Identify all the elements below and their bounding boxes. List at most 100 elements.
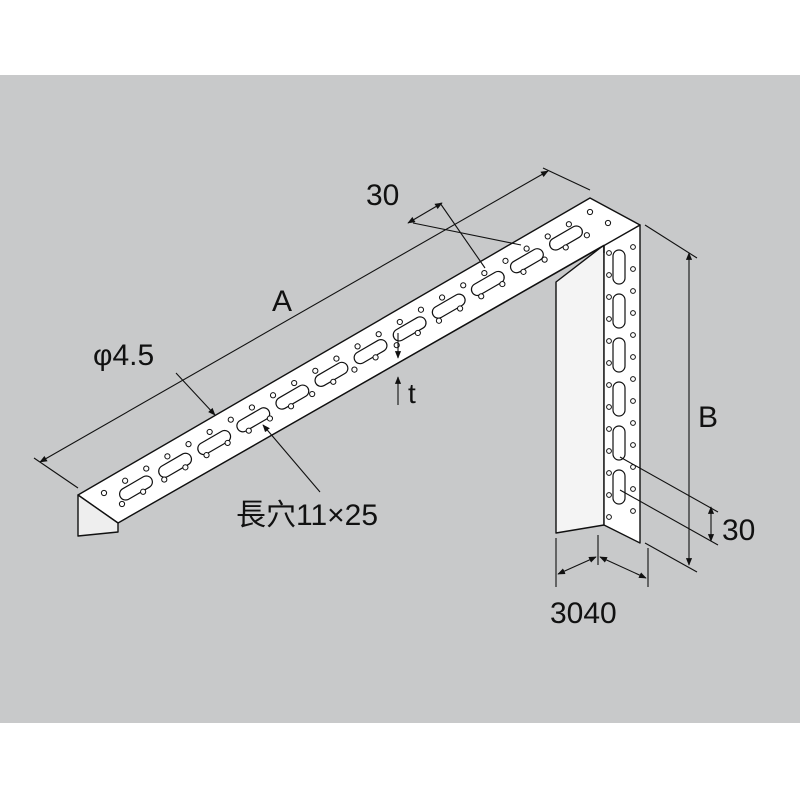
leg-hole — [606, 514, 612, 520]
leg-hole — [606, 404, 612, 410]
dim-bottom-30-line — [557, 556, 597, 575]
arm-hole — [248, 404, 256, 411]
leg-hole — [606, 382, 612, 388]
arm-hole — [604, 219, 612, 227]
leg-hole — [606, 250, 612, 256]
arm-hole — [312, 367, 319, 374]
leg-hole — [606, 360, 612, 366]
arm-hole — [396, 318, 403, 326]
arm-hole — [523, 245, 530, 252]
arm-hole — [203, 452, 210, 459]
arm-hole — [435, 317, 443, 324]
label-dim-bottom: 3040 — [550, 597, 617, 630]
arm-hole — [100, 489, 108, 497]
arm-hole — [269, 392, 277, 399]
arm-hole — [460, 282, 467, 289]
leg-hole — [630, 442, 636, 448]
leg-holes — [606, 244, 636, 520]
arm-hole — [330, 378, 337, 385]
dim-top30-ext-2 — [439, 202, 486, 269]
arm-hole — [182, 464, 189, 471]
arm-hole — [375, 331, 382, 338]
leg-hole — [630, 266, 636, 272]
arm-hole — [544, 233, 551, 240]
arm-hole — [227, 416, 234, 423]
label-dim-a: A — [272, 285, 292, 318]
arm-hole — [372, 354, 379, 361]
arm-hole — [565, 221, 572, 228]
dim-a-ext-left — [33, 457, 79, 489]
arm-hole — [206, 428, 213, 436]
drawing-panel: A 30 B 30 φ4.5 長穴11×25 t 3040 — [0, 75, 800, 723]
arm-hole — [140, 488, 147, 495]
leg-hole — [630, 376, 636, 382]
arm-hole — [478, 293, 485, 300]
arm-hole — [351, 366, 358, 373]
arm-slot — [549, 225, 583, 251]
arm-hole — [291, 379, 298, 387]
label-thickness: t — [408, 378, 416, 409]
arm-hole — [164, 453, 171, 460]
leg-hole — [630, 398, 636, 404]
arm-hole — [287, 403, 295, 410]
label-dim-top-30: 30 — [366, 179, 399, 212]
dim-right30-ext-2 — [619, 489, 719, 546]
arm-hole — [456, 305, 464, 312]
leg-hole — [606, 426, 612, 432]
arm-hole — [499, 280, 506, 288]
arm-hole — [354, 343, 361, 350]
arm-hole — [118, 500, 126, 508]
leg-hole — [630, 486, 636, 492]
label-dim-right-30: 30 — [722, 514, 755, 547]
leg-slot — [612, 249, 626, 285]
leader-hole — [175, 372, 216, 416]
leg-hole — [606, 316, 612, 322]
arm-hole — [417, 306, 425, 313]
dim-top30-ext-1 — [412, 222, 522, 246]
leg-hole — [606, 470, 612, 476]
leg-slots — [612, 249, 626, 505]
arm-hole — [583, 232, 590, 239]
leg-hole — [606, 448, 612, 454]
arm-hole — [541, 256, 548, 263]
arm-hole — [161, 476, 168, 483]
label-dim-b: B — [698, 401, 718, 434]
panel-background — [0, 75, 800, 723]
arm-hole — [562, 244, 569, 251]
arm-hole — [414, 329, 421, 337]
dimension-lines — [33, 167, 719, 587]
dim-top30-line — [407, 202, 443, 224]
label-slot: 長穴11×25 — [236, 499, 378, 532]
vertical-leg-flange — [555, 244, 605, 534]
arm-hole — [502, 257, 509, 264]
leg-hole — [630, 420, 636, 426]
arm-hole — [143, 465, 150, 472]
dim-a-ext-right — [542, 167, 591, 191]
leg-slot — [612, 425, 626, 461]
leader-slot — [262, 424, 321, 493]
leg-hole — [630, 508, 636, 514]
arm-hole — [224, 439, 231, 447]
leg-slot — [612, 293, 626, 329]
arm-slot — [119, 475, 153, 501]
arm-hole — [586, 208, 594, 216]
dim-bottom-40-line — [599, 556, 647, 579]
arm-hole — [520, 268, 527, 275]
arm-hole — [122, 477, 129, 484]
arm-hole — [309, 390, 316, 398]
arm-hole — [333, 355, 340, 362]
leg-hole — [606, 492, 612, 498]
leg-hole — [606, 272, 612, 278]
arm-hole — [481, 269, 488, 277]
dim-right30-ext-1 — [619, 456, 719, 513]
arm-hole — [438, 294, 446, 301]
leg-hole — [630, 288, 636, 294]
leg-hole — [630, 244, 636, 250]
leg-slot — [612, 469, 626, 505]
leg-hole — [630, 310, 636, 316]
leg-slot — [612, 381, 626, 417]
leg-hole — [606, 294, 612, 300]
horizontal-arm-flange — [77, 494, 119, 537]
arm-hole — [245, 427, 252, 434]
leg-slot — [612, 337, 626, 373]
